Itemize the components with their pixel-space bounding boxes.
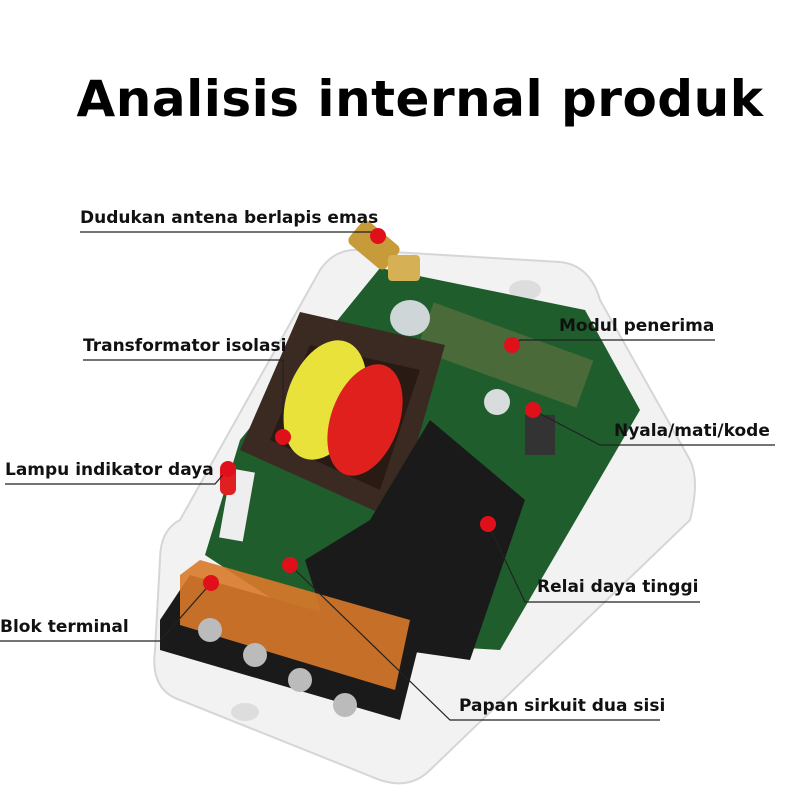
switch-block: [525, 415, 555, 455]
marker-pcb: [282, 557, 298, 573]
label-pcb: Papan sirkuit dua sisi: [459, 696, 666, 716]
label-transformer: Transformator isolasi: [83, 336, 287, 356]
label-switch: Nyala/mati/kode: [614, 421, 770, 441]
label-receiver: Modul penerima: [559, 316, 715, 336]
isolation-transformer: [240, 312, 445, 520]
receiver-module: [416, 302, 594, 408]
capacitor: [390, 300, 430, 336]
marker-receiver: [504, 337, 520, 353]
marker-indicator: [220, 461, 236, 477]
marker-transformer: [275, 429, 291, 445]
power-relay: [305, 420, 525, 660]
marker-dots: [203, 228, 541, 591]
marker-relay: [480, 516, 496, 532]
label-relay: Relai daya tinggi: [537, 577, 699, 597]
antenna-connector: [348, 220, 420, 281]
terminal-block: [160, 560, 420, 720]
page-title: Analisis internal produk: [76, 70, 764, 128]
marker-antenna: [370, 228, 386, 244]
marker-terminal: [203, 575, 219, 591]
label-antenna: Dudukan antena berlapis emas: [80, 208, 379, 228]
label-indicator: Lampu indikator daya: [5, 460, 214, 480]
label-terminal: Blok terminal: [0, 617, 129, 637]
marker-switch: [525, 402, 541, 418]
